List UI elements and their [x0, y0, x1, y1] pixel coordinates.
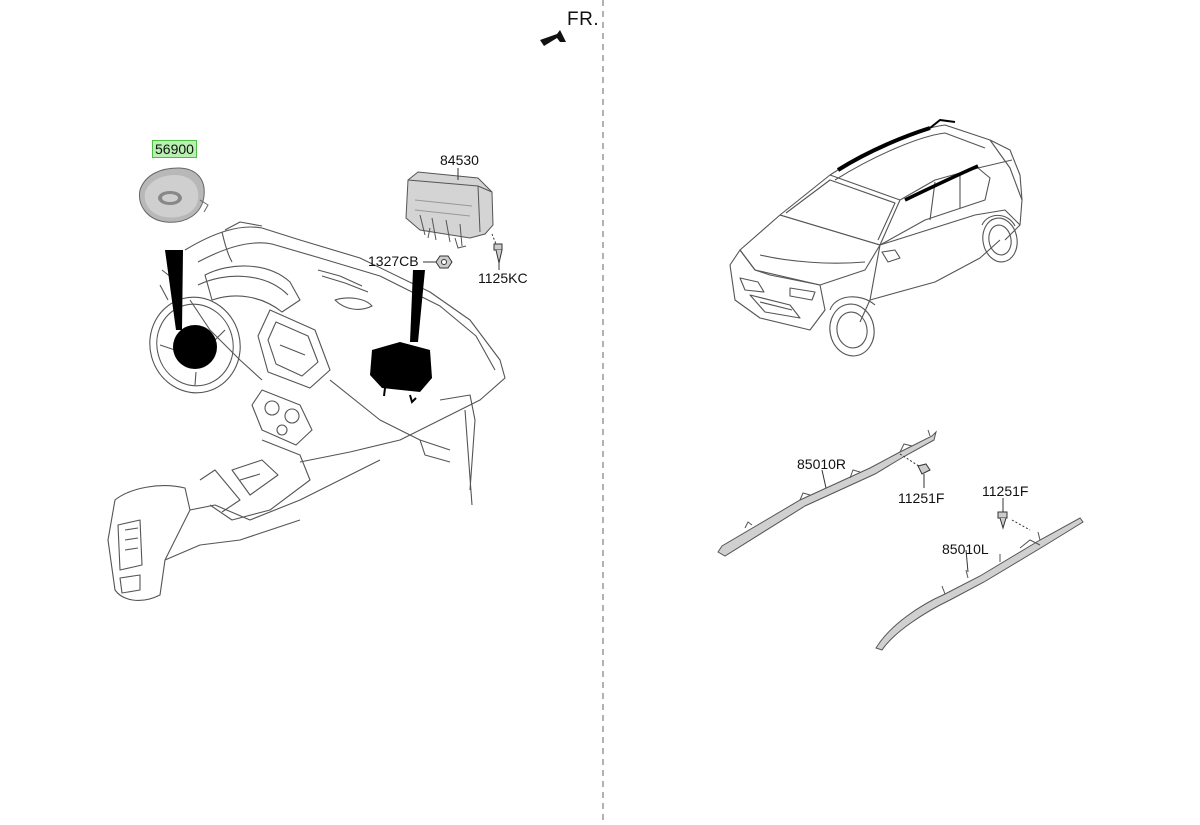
bolt-fastener-icon [917, 463, 931, 488]
front-direction-label: FR. [567, 9, 600, 30]
passenger-airbag-installed [370, 270, 432, 404]
bolt-fastener-icon [491, 233, 503, 270]
bolt-fastener-icon [997, 498, 1008, 530]
passenger-airbag-module [405, 171, 494, 249]
curtain-airbag-right [717, 429, 937, 557]
dashboard-illustration [107, 221, 506, 601]
vehicle-illustration [729, 119, 1023, 357]
part-number-84530[interactable]: 84530 [440, 152, 479, 168]
part-number-85010R[interactable]: 85010R [797, 456, 847, 472]
part-number-1125KC[interactable]: 1125KC [478, 270, 528, 286]
steering-airbag-module [139, 167, 209, 223]
part-number-85010L[interactable]: 85010L [942, 541, 989, 557]
leader-lines [457, 168, 969, 573]
direction-arrow-icon [540, 30, 566, 46]
part-number-1327CB[interactable]: 1327CB [368, 253, 419, 269]
part-number-11251F-right[interactable]: 11251F [898, 490, 945, 506]
nut-fastener-icon [423, 255, 453, 269]
part-number-56900[interactable]: 56900 [152, 140, 197, 158]
curtain-airbag-left [875, 517, 1084, 651]
part-number-11251F-left[interactable]: 11251F [982, 483, 1029, 499]
steering-airbag-installed [165, 250, 217, 369]
